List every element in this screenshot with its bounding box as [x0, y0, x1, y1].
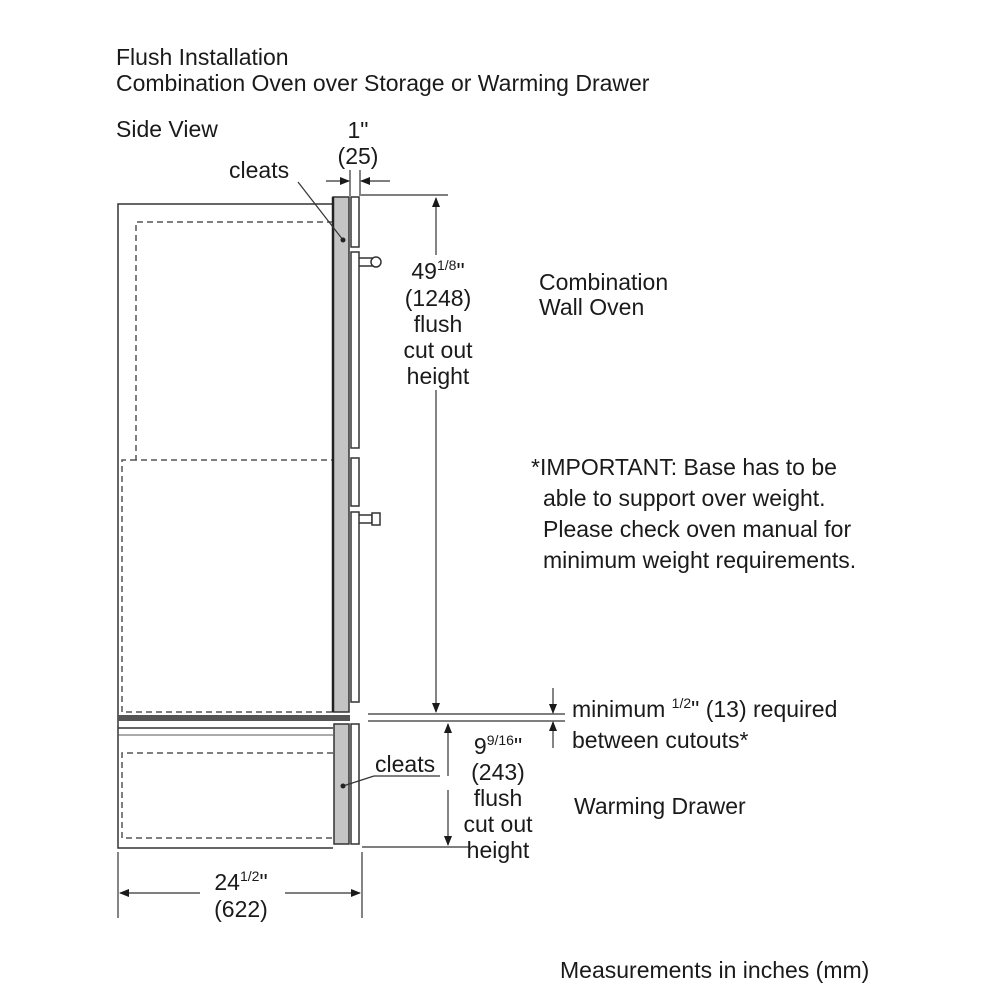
drawer-cavity-dashed: [121, 752, 333, 839]
note-line-4: minimum weight requirements.: [543, 547, 857, 573]
oven-handle-upper: [359, 257, 373, 267]
oven-cutout-flush: flush: [413, 311, 463, 337]
oven-cutout-height: height: [406, 363, 470, 389]
drawer-cutout-flush: flush: [473, 785, 523, 811]
oven-cavity-dashed: [135, 221, 333, 461]
base-shelf: [118, 715, 350, 721]
view-label: Side View: [116, 116, 218, 142]
drawer-cutout-mm: (243): [471, 759, 525, 785]
oven-door-lower: [350, 511, 360, 703]
cleats-label-upper: cleats: [229, 157, 290, 183]
measurements-note: Measurements in inches (mm): [560, 957, 870, 983]
note-line-1: *IMPORTANT: Base has to be: [531, 454, 837, 480]
oven-cleats-strip: [332, 196, 350, 713]
oven-panel-mid: [350, 457, 360, 507]
note-line-3: Please check oven manual for: [543, 516, 852, 542]
oven-label-line2: Wall Oven: [539, 294, 645, 320]
oven-cutout-inches: 491/8": [411, 257, 465, 284]
oven-cutout-mm: (1248): [404, 285, 472, 311]
cleats-leader-lower: [342, 775, 375, 787]
cabinet-depth-inches: 241/2": [214, 868, 268, 895]
oven-panel-top: [350, 196, 360, 248]
depth-gap-inches: 1": [347, 117, 369, 143]
oven-label-line1: Combination: [539, 269, 669, 295]
cabinet-outline: [117, 203, 333, 849]
oven-lower-cavity-dashed: [121, 459, 333, 713]
title-line-1: Flush Installation: [116, 44, 289, 70]
drawer-cutout-inches: 99/16": [473, 732, 523, 759]
cabinet-depth-mm: (622): [214, 896, 268, 922]
cleats-label-lower: cleats: [375, 751, 436, 777]
note-line-2: able to support over weight.: [543, 485, 826, 511]
cleats-leader-upper: [297, 181, 344, 241]
oven-cutout-cutout: cut out: [403, 337, 473, 363]
drawer-label: Warming Drawer: [574, 793, 746, 819]
drawer-cutout-cutout: cut out: [463, 811, 533, 837]
oven-door-upper: [350, 251, 360, 449]
depth-gap-mm: (25): [337, 143, 379, 169]
oven-handle-lower: [359, 514, 373, 524]
title-line-2: Combination Oven over Storage or Warming…: [116, 70, 650, 96]
separation-line-1: minimum 1/2" (13) required: [572, 695, 838, 722]
separation-line-2: between cutouts*: [572, 727, 749, 753]
drawer-front: [350, 723, 360, 845]
drawer-cutout-height: height: [466, 837, 530, 863]
